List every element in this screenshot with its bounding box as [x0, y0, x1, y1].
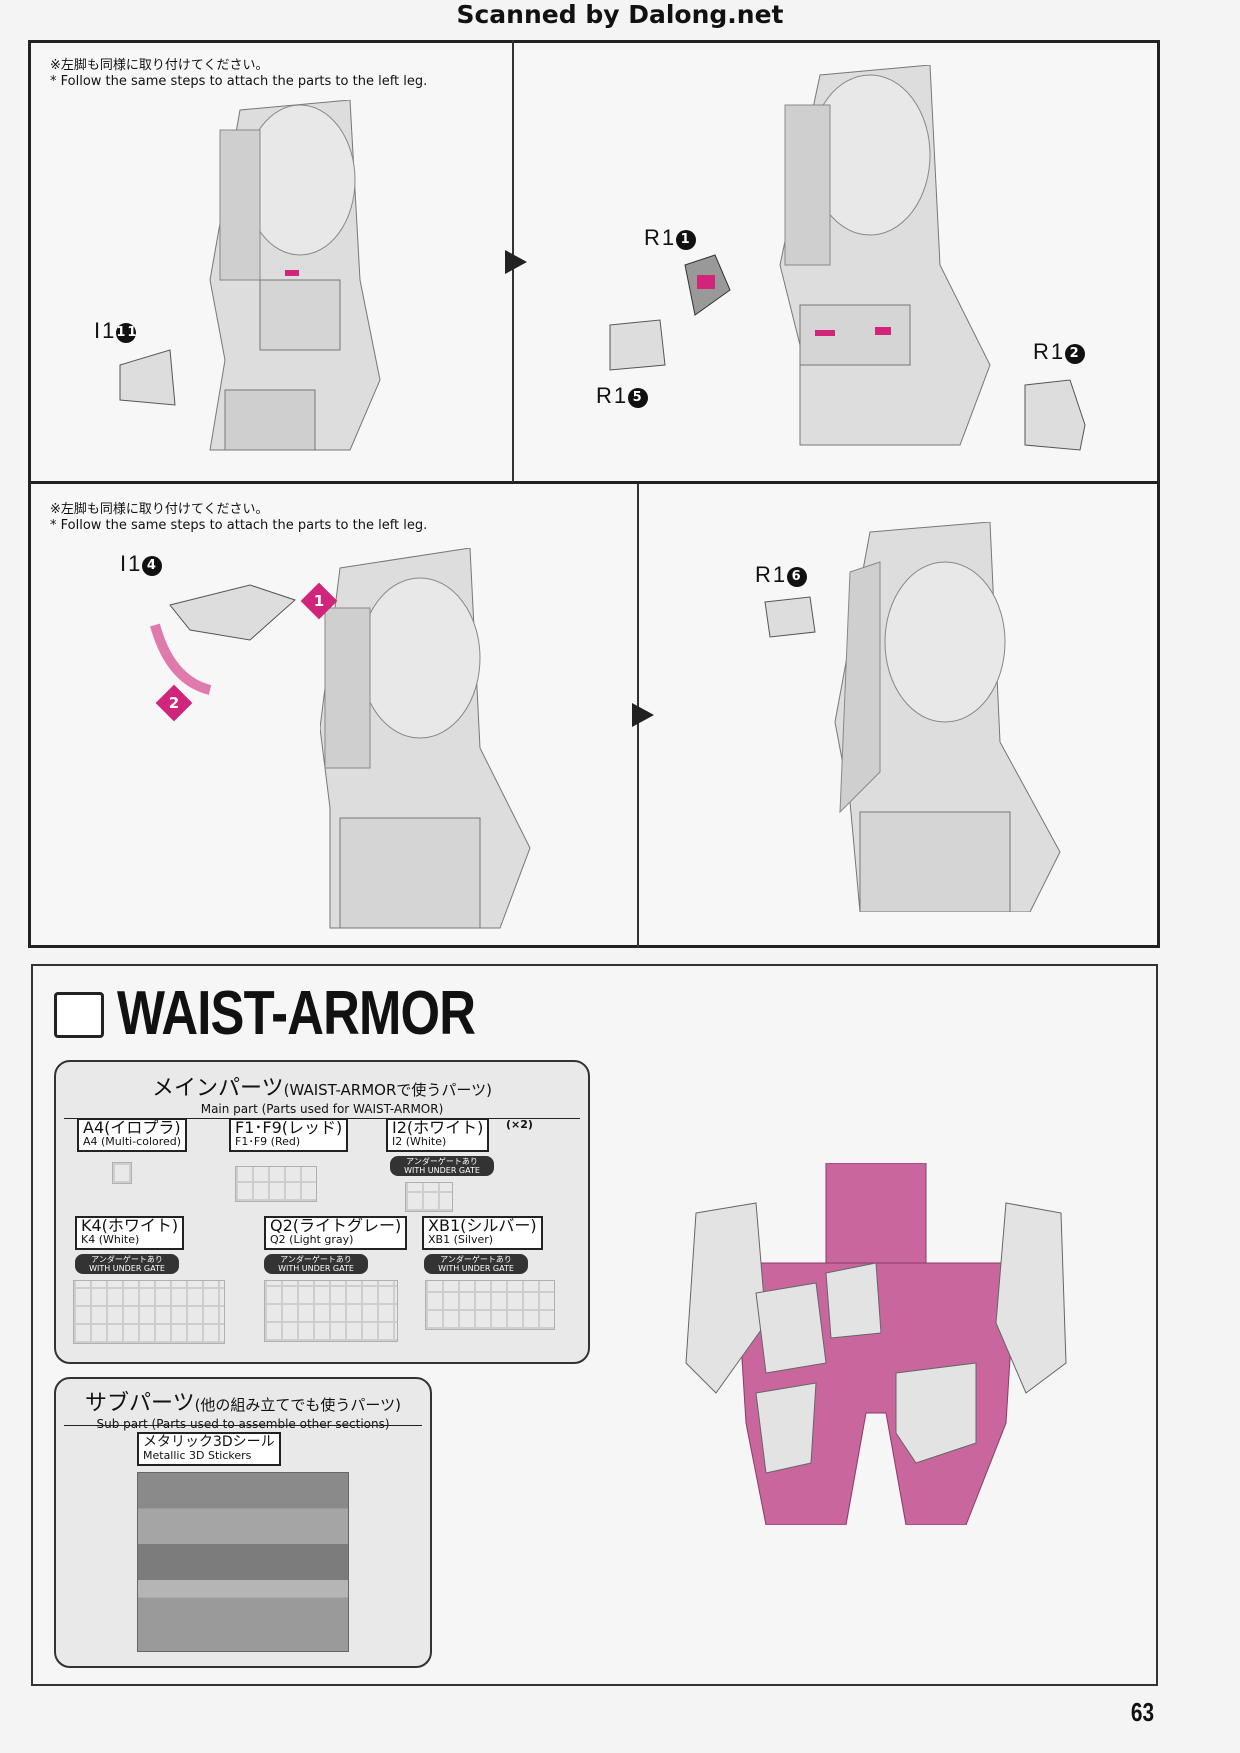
note-jp: ※左脚も同様に取り付けてください。	[50, 502, 269, 517]
next-arrow-icon	[505, 250, 527, 274]
runner-i2	[405, 1182, 453, 1212]
runner-xb1	[425, 1280, 555, 1330]
page-number: 63	[1130, 1697, 1155, 1727]
runner-tag-k4: K4(ホワイト)K4 (White)	[75, 1216, 185, 1250]
under-gate-badge: アンダーゲートあり WITH UNDER GATE	[75, 1254, 179, 1274]
metallic-sticker-sheet	[137, 1472, 349, 1652]
leg-illustration	[834, 522, 1061, 912]
part-i1-4-illustration	[150, 584, 296, 695]
sub-parts-title-jp: サブパーツ	[85, 1391, 195, 1416]
runner-tag-xb1: XB1(シルバー)XB1 (Silver)	[422, 1216, 543, 1250]
part-r1-5-illustration	[609, 319, 666, 371]
leg-illustration	[209, 100, 381, 451]
part-r1-1-illustration	[684, 254, 731, 316]
note-en: * Follow the same steps to attach the pa…	[50, 74, 428, 89]
runner-a4	[112, 1162, 132, 1184]
under-gate-badge: アンダーゲートあり WITH UNDER GATE	[264, 1254, 368, 1274]
sub-parts-title-en: Sub part (Parts used to assemble other s…	[96, 1417, 390, 1431]
leg-illustration	[320, 548, 531, 929]
under-gate-badge: アンダーゲートあり WITH UNDER GATE	[424, 1254, 528, 1274]
runner-tag-a4: A4(イロプラ)A4 (Multi-colored)	[77, 1118, 188, 1152]
part-r1-2-illustration	[1024, 379, 1086, 451]
note-en: * Follow the same steps to attach the pa…	[50, 518, 428, 533]
main-parts-subtitle-jp: (WAIST-ARMORで使うパーツ)	[283, 1081, 492, 1099]
runner-qty: (×2)	[506, 1118, 533, 1131]
sub-parts-subtitle-jp: (他の組み立てでも使うパーツ)	[194, 1396, 401, 1414]
under-gate-badge: アンダーゲートあり WITH UNDER GATE	[390, 1156, 494, 1176]
step-order-2: 2	[155, 684, 193, 722]
waist-section-icon	[54, 992, 104, 1038]
note-jp: ※左脚も同様に取り付けてください。	[50, 58, 269, 73]
divider	[28, 481, 1160, 484]
step-order-1: 1	[300, 582, 338, 620]
runner-tag-i2: I2(ホワイト)I2 (White)	[386, 1118, 490, 1152]
step-note: ※左脚も同様に取り付けてください。 * Follow the same step…	[50, 58, 427, 90]
step-note: ※左脚も同様に取り付けてください。 * Follow the same step…	[50, 502, 427, 534]
waist-armor-model-illustration	[685, 1163, 1067, 1525]
part-r1-6-illustration	[764, 596, 816, 638]
scan-credit: Scanned by Dalong.net	[456, 0, 784, 29]
part-i1-11-illustration	[119, 349, 176, 406]
runner-f1-f9	[235, 1166, 317, 1202]
runner-k4	[73, 1280, 225, 1344]
runner-tag-q2: Q2(ライトグレー)Q2 (Light gray)	[264, 1216, 408, 1250]
leg-illustration	[779, 65, 991, 446]
part-label-i1-11: I111	[94, 318, 139, 343]
runner-tag-f1-f9: F1･F9(レッド)F1･F9 (Red)	[229, 1118, 349, 1152]
section-title: WAIST-ARMOR	[117, 979, 476, 1048]
main-parts-title-jp: メインパーツ	[152, 1076, 284, 1101]
main-parts-title-en: Main part (Parts used for WAIST-ARMOR)	[200, 1102, 444, 1116]
runner-q2	[264, 1280, 398, 1342]
next-arrow-icon	[632, 703, 654, 727]
